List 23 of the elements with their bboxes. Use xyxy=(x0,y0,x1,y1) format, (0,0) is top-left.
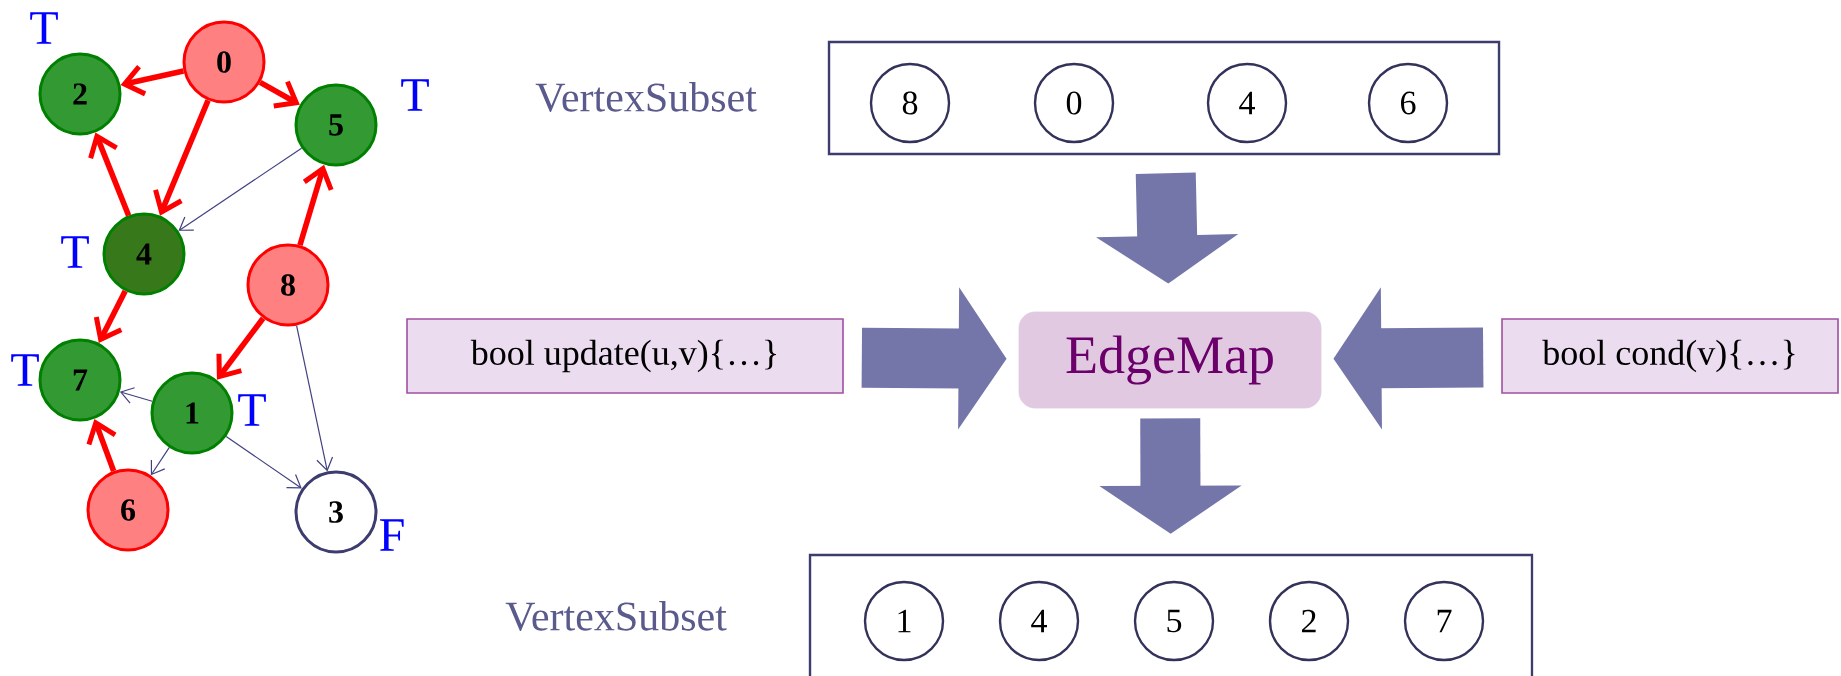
arrow xyxy=(225,435,302,489)
arrow xyxy=(150,447,170,476)
operator-box: EdgeMap xyxy=(1018,311,1322,409)
arrow xyxy=(216,316,266,380)
set-label: VertexSubset xyxy=(535,82,757,112)
arrow xyxy=(88,132,132,217)
state-label: T xyxy=(401,79,429,111)
state-label: T xyxy=(61,236,89,268)
arrow xyxy=(153,99,211,216)
state-label: T xyxy=(238,394,266,426)
set-label: VertexSubset xyxy=(505,601,727,631)
arrow xyxy=(178,147,303,231)
vertex-set-box xyxy=(827,40,1501,156)
function-box: bool cond(v){…} xyxy=(1501,318,1839,394)
state-label: T xyxy=(11,354,39,386)
vertex-set-box xyxy=(808,553,1534,676)
arrow xyxy=(120,64,185,97)
arrow xyxy=(296,325,334,472)
state-label: F xyxy=(380,519,404,551)
function-box: bool update(u,v){…} xyxy=(406,318,844,394)
state-label: T xyxy=(30,12,58,44)
arrow xyxy=(297,164,334,247)
arrow xyxy=(119,387,153,404)
